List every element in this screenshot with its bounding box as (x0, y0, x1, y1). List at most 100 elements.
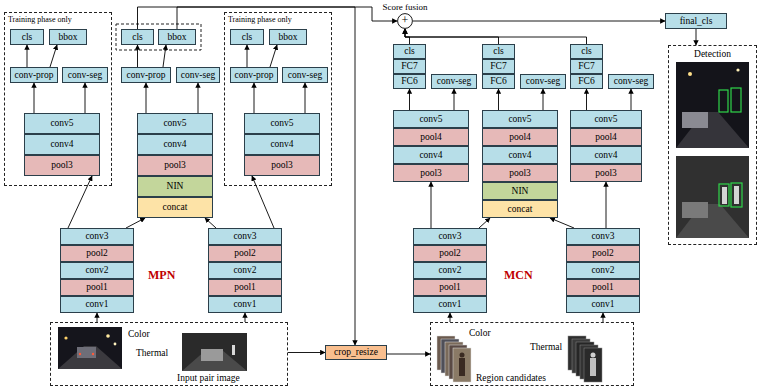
connector-arrow (68, 176, 92, 228)
connector-arrow (288, 352, 325, 353)
tail-light (92, 353, 94, 355)
nin-box: NIN (137, 176, 213, 197)
box-label: conv-seg (68, 70, 102, 81)
layer-box: bbox (269, 29, 307, 45)
layer-box: FC7 (570, 59, 603, 74)
box-label: conv3 (233, 231, 256, 242)
concat-box: concat (482, 200, 558, 218)
layer-box: conv4 (570, 146, 642, 164)
person (232, 345, 235, 355)
box-label: conv1 (233, 299, 256, 310)
connector-arrow (205, 218, 216, 228)
pedestrian-head (460, 353, 465, 358)
connector-arrow (413, 21, 665, 22)
box-label: pool1 (234, 282, 256, 293)
box-label: conv5 (508, 114, 531, 125)
layer-box: conv-prop (230, 67, 278, 83)
dashed-frame: Detection (668, 45, 757, 245)
layer-box: conv-seg (62, 67, 108, 83)
box-label: conv-prop (234, 70, 273, 81)
box-label: conv3 (438, 231, 461, 242)
box-label: conv-seg (288, 70, 322, 81)
box-label: FC7 (578, 61, 594, 72)
frame-label: Training phase only (228, 14, 292, 25)
box-label: conv5 (419, 114, 442, 125)
pedestrian-body (590, 358, 596, 376)
connector-arrow (631, 89, 632, 110)
layer-box: conv5 (137, 113, 213, 134)
pool-box: pool4 (482, 128, 558, 146)
box-label: pool2 (592, 248, 614, 259)
box-label: conv3 (85, 231, 108, 242)
layer-box: conv5 (244, 113, 320, 134)
layer-box: conv2 (60, 262, 134, 279)
car (201, 349, 223, 361)
connector-arrow (543, 89, 544, 110)
connector-arrow (431, 182, 432, 228)
pool-box: pool1 (413, 279, 487, 296)
pool-box: pool3 (482, 164, 558, 182)
layer-box: FC6 (570, 74, 603, 89)
pool-box: pool4 (570, 128, 642, 146)
layer-box: conv-prop (10, 67, 58, 83)
layer-box: conv5 (393, 110, 469, 128)
connector-arrow (146, 83, 147, 113)
connector-arrow (405, 29, 410, 44)
pool-box: pool1 (208, 279, 282, 296)
crop (584, 348, 602, 382)
box-label: pool4 (420, 132, 442, 143)
box-label: pool2 (439, 248, 461, 259)
connector-arrow (50, 45, 57, 67)
road (182, 350, 247, 371)
layer-box: cls (121, 29, 154, 45)
layer-box: conv-seg (520, 74, 566, 89)
box-label: conv4 (50, 139, 73, 150)
pool-box: pool2 (413, 245, 487, 262)
fusion-label: + (397, 13, 413, 28)
tail-light (79, 353, 81, 355)
light (106, 334, 110, 338)
connector-arrow (479, 218, 490, 228)
connector-arrow (387, 354, 430, 355)
layer-box: conv2 (208, 262, 282, 279)
detection-box (719, 184, 729, 206)
layer-box: conv-seg (176, 67, 220, 83)
box-label: bbox (59, 32, 78, 43)
dashed-frame: Training phase only cls bbox conv-prop conv-… (224, 12, 332, 186)
pool-box: pool3 (393, 164, 469, 182)
connector-arrow (163, 45, 166, 67)
light (64, 336, 67, 339)
connector-arrow (34, 83, 35, 113)
layer-box: conv1 (566, 296, 640, 313)
layer-box: conv4 (24, 134, 100, 155)
layer-box: conv3 (208, 228, 282, 245)
box-label: conv-prop (126, 70, 165, 81)
training-only-frame (116, 24, 201, 50)
pool-box: pool2 (566, 245, 640, 262)
box-label: cls (242, 32, 253, 43)
box-label: cls (581, 46, 592, 57)
box-label: pool3 (271, 160, 293, 171)
frame-label: Region candidates (476, 373, 546, 384)
box-label: conv1 (591, 299, 614, 310)
fusion-label: Score fusion (365, 2, 445, 12)
layer-box: conv4 (482, 146, 558, 164)
box-label: concat (508, 204, 533, 215)
frame-label: Detection (669, 49, 756, 60)
road (676, 112, 749, 148)
layer-box: conv2 (566, 262, 640, 279)
pool-box: pool1 (566, 279, 640, 296)
layer-box: conv1 (60, 296, 134, 313)
connector-arrow (138, 7, 398, 29)
dashed-frame: Training phase onlyclsbboxconv-propconv-… (4, 12, 112, 186)
box-label: pool2 (86, 248, 108, 259)
frame-label: Thermal (136, 348, 168, 359)
box-label: pool3 (595, 168, 617, 179)
photo-ground (676, 156, 749, 238)
light (736, 68, 739, 71)
box-label: conv-seg (437, 76, 471, 87)
box-label: pool1 (592, 282, 614, 293)
connector-arrow (137, 45, 138, 67)
layer-box: conv5 (570, 110, 642, 128)
